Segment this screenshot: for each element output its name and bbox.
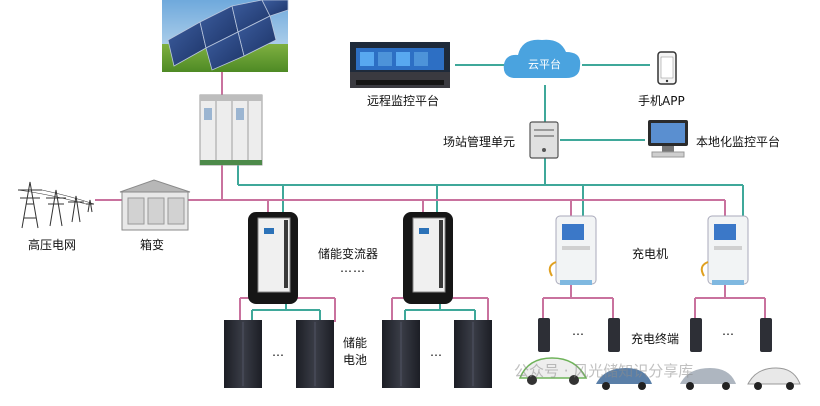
transmission-tower-icon [17, 181, 95, 229]
battery-label-line2: 电池 [343, 353, 368, 367]
pcs-cabinet-2 [403, 212, 453, 304]
battery-ellipsis-1: … [272, 345, 285, 359]
cloud-platform-label: 云平台 [528, 58, 561, 71]
server-icon [529, 121, 559, 159]
charging-terminals [538, 318, 772, 352]
mobile-app-label: 手机APP [638, 94, 685, 108]
terminal-label: 充电终端 [631, 332, 680, 346]
remote-monitor-label: 远程监控平台 [367, 94, 440, 108]
pcs-cabinet-1 [248, 212, 298, 304]
terminal-ellipsis-2: … [722, 324, 735, 338]
battery-cabinets [224, 320, 492, 388]
inverter-cabinet [199, 94, 263, 166]
battery-label-line1: 储能 [343, 336, 368, 350]
mobile-phone-icon [657, 51, 677, 85]
grid-label: 高压电网 [28, 238, 77, 252]
remote-monitor-image [350, 42, 450, 88]
solar-panel-image [162, 0, 289, 72]
box-transformer [119, 179, 191, 231]
transformer-label: 箱变 [140, 238, 165, 252]
cloud-icon [503, 39, 581, 78]
battery-ellipsis-2: … [430, 345, 443, 359]
station-unit-label: 场站管理单元 [443, 135, 516, 149]
charger-label: 充电机 [632, 247, 669, 261]
computer-icon [648, 120, 688, 158]
pcs-ellipsis: …… [340, 261, 366, 275]
power-lines [95, 70, 766, 322]
terminal-ellipsis-1: … [572, 324, 585, 338]
charger-2 [700, 215, 749, 285]
watermark: 公众号 · 风光储知识分享库 [514, 362, 694, 380]
local-platform-label: 本地化监控平台 [696, 135, 781, 149]
charger-1 [548, 215, 597, 285]
electric-cars [518, 357, 801, 390]
pcs-label: 储能变流器 [318, 247, 379, 261]
